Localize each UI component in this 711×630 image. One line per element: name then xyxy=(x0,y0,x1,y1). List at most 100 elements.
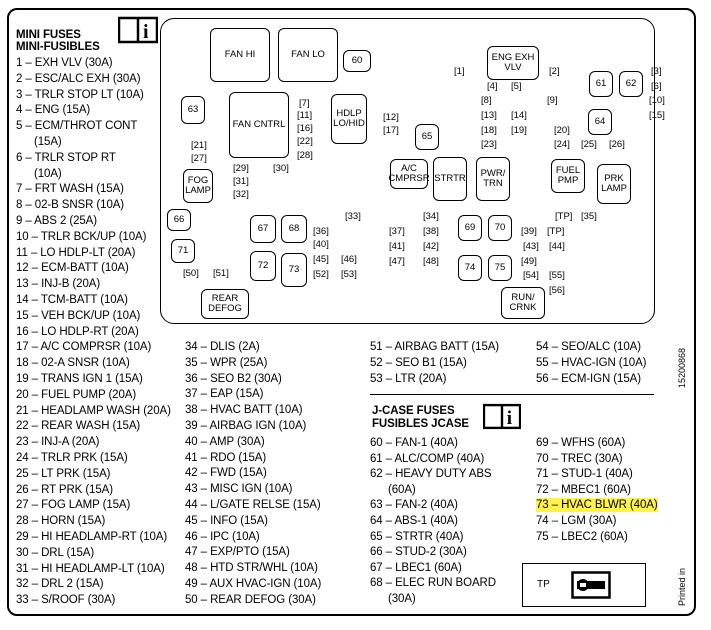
slot-11: [11] xyxy=(297,110,313,121)
mini-fuses-title: MINI FUSES xyxy=(16,29,81,41)
slot-8: [8] xyxy=(481,95,492,106)
slot-35: [35] xyxy=(581,211,597,222)
fuse-entry: 22 – REAR WASH (15A) xyxy=(16,420,141,433)
fuse-entry: 32 – DRL 2 (15A) xyxy=(16,578,104,591)
svg-text:i: i xyxy=(143,21,149,43)
fuse-entry: 2 – ESC/ALC EXH (30A) xyxy=(16,72,141,85)
part-number: 15200868 xyxy=(677,347,687,388)
slot-44: [44] xyxy=(549,241,565,252)
fuse-entry: 5 – ECM/THROT CONT xyxy=(16,120,138,133)
fuse-entry: 46 – IPC (10A) xyxy=(185,530,260,543)
fuse-entry: 8 – 02-B SNSR (10A) xyxy=(16,199,125,212)
fuse-entry: 41 – RDO (15A) xyxy=(185,451,267,464)
slot-48: [48] xyxy=(423,256,439,267)
slot-20: [20] xyxy=(554,125,570,136)
slot-55: [55] xyxy=(549,270,565,281)
fuse-entry: 36 – SEO B2 (30A) xyxy=(185,372,282,385)
slot-28: [28] xyxy=(297,150,313,161)
slot-16: [16] xyxy=(297,123,313,134)
slot-52: [52] xyxy=(313,269,329,280)
fuse-60: 60 xyxy=(343,50,371,72)
fuse-entry: 73 – HVAC BLWR (40A) xyxy=(536,498,658,513)
fuse-entry: 53 – LTR (20A) xyxy=(370,372,447,385)
fuse-entry: 3 – TRLR STOP LT (10A) xyxy=(16,88,144,101)
slot-50: [50] xyxy=(183,268,199,279)
manual-book-icon: i xyxy=(483,403,521,429)
svg-text:i: i xyxy=(507,408,512,429)
fuse-entry: 65 – STRTR (40A) xyxy=(370,530,464,543)
slot-38: [38] xyxy=(423,226,439,237)
fuse-entry: 42 – FWD (15A) xyxy=(185,467,267,480)
fuse-entry: 28 – HORN (15A) xyxy=(16,515,106,528)
fuse-entry: 13 – INJ-B (20A) xyxy=(16,278,101,291)
fuse-entry: 19 – TRANS IGN 1 (15A) xyxy=(16,373,143,385)
fuse-entry: 52 – SEO B1 (15A) xyxy=(370,356,467,369)
slot-19: [19] xyxy=(511,125,527,136)
fuse-entry: 45 – INFO (15A) xyxy=(185,514,268,527)
fuse-entry: 61 – ALC/COMP (40A) xyxy=(370,452,485,465)
relay-pwr-trn: PWR/ TRN xyxy=(476,157,510,201)
slot-10: [10] xyxy=(649,95,665,106)
fuse-entry: 29 – HI HEADLAMP-RT (10A) xyxy=(16,531,168,543)
fuse-entry: 44 – L/GATE RELSE (15A) xyxy=(185,499,321,511)
slot-32: [32] xyxy=(233,189,249,200)
mini-fusibles-title: MINI-FUSIBLES xyxy=(16,41,100,53)
fuse-entry: 48 – HTD STR/WHL (10A) xyxy=(185,562,318,575)
fuse-entry: 17 – A/C COMPRSR (10A) xyxy=(16,341,152,354)
slot-54: [54] xyxy=(523,270,539,281)
fuse-69: 69 xyxy=(458,215,482,241)
fuse-entry: 63 – FAN-2 (40A) xyxy=(370,499,458,512)
relay-fuel-pmp: FUEL PMP xyxy=(551,159,585,193)
slot-31: [31] xyxy=(233,176,249,187)
slot-25: [25] xyxy=(581,139,597,150)
fuse-entry: 27 – FOG LAMP (15A) xyxy=(16,499,131,512)
fuse-entry: 11 – LO HDLP-LT (20A) xyxy=(16,246,136,259)
fuse-68: 68 xyxy=(281,215,307,243)
slot-21: [21] xyxy=(191,140,207,151)
slot-45: [45] xyxy=(313,254,329,265)
jcase-fusibles-title: FUSIBLES JCASE xyxy=(372,418,470,430)
fuse-entry: 66 – STUD-2 (30A) xyxy=(370,546,467,559)
fuse-62: 62 xyxy=(619,71,643,97)
slot-13: [13] xyxy=(481,110,497,121)
slot-15: [15] xyxy=(649,110,665,121)
fuse-entry: 38 – HVAC BATT (10A) xyxy=(185,404,303,417)
slot-4: [4] xyxy=(487,81,498,92)
fuse-entry: 21 – HEADLAMP WASH (20A) xyxy=(16,404,171,417)
tool-icon xyxy=(571,571,611,599)
slot-2: [2] xyxy=(549,66,560,77)
fuse-entry: 54 – SEO/ALC (10A) xyxy=(536,341,641,353)
fuse-66: 66 xyxy=(167,209,191,231)
relay-run-crnk: RUN/ CRNK xyxy=(501,287,545,319)
fuse-entry: 67 – LBEC1 (60A) xyxy=(370,561,462,574)
relay-hdlp: HDLP LO/HID xyxy=(331,94,367,144)
fuse-65: 65 xyxy=(415,124,439,150)
fuse-entry: 40 – AMP (30A) xyxy=(185,435,265,448)
slot-51: [51] xyxy=(213,268,229,279)
relay-fog-lamp: FOG LAMP xyxy=(183,169,213,203)
fuse-entry: 10 – TRLR BCK/UP (10A) xyxy=(16,230,147,243)
printed-in: Printed in xyxy=(677,567,687,606)
slot-23: [23] xyxy=(481,139,497,150)
fuse-entry: 55 – HVAC-IGN (10A) xyxy=(536,356,647,369)
fuse-entry: 39 – AIRBAG IGN (10A) xyxy=(185,420,307,432)
fuse-entry: 56 – ECM-IGN (15A) xyxy=(536,372,641,385)
slot-33: [33] xyxy=(345,211,361,222)
slot-43: [43] xyxy=(523,241,539,252)
slot-29: [29] xyxy=(233,163,249,174)
slot-tp: [TP] xyxy=(555,211,573,222)
fuse-entry: (10A) xyxy=(34,167,62,180)
fuse-entry: 4 – ENG (15A) xyxy=(16,104,91,117)
fuse-entry: 34 – DLIS (2A) xyxy=(185,341,260,353)
slot-30: [30] xyxy=(273,163,289,174)
fuse-entry: 69 – WFHS (60A) xyxy=(536,437,626,449)
slot-40: [40] xyxy=(313,239,329,250)
fuse-entry: 31 – HI HEADLAMP-LT (10A) xyxy=(16,562,165,575)
relay-fan-cntrl: FAN CNTRL xyxy=(229,92,289,158)
slot-24: [24] xyxy=(554,139,570,150)
fuse-entry: 62 – HEAVY DUTY ABS xyxy=(370,468,492,481)
fuse-74: 74 xyxy=(458,255,482,281)
fuse-entry: 23 – INJ-A (20A) xyxy=(16,436,100,449)
slot-5: [5] xyxy=(511,81,522,92)
fuse-entry: 35 – WPR (25A) xyxy=(185,356,268,369)
